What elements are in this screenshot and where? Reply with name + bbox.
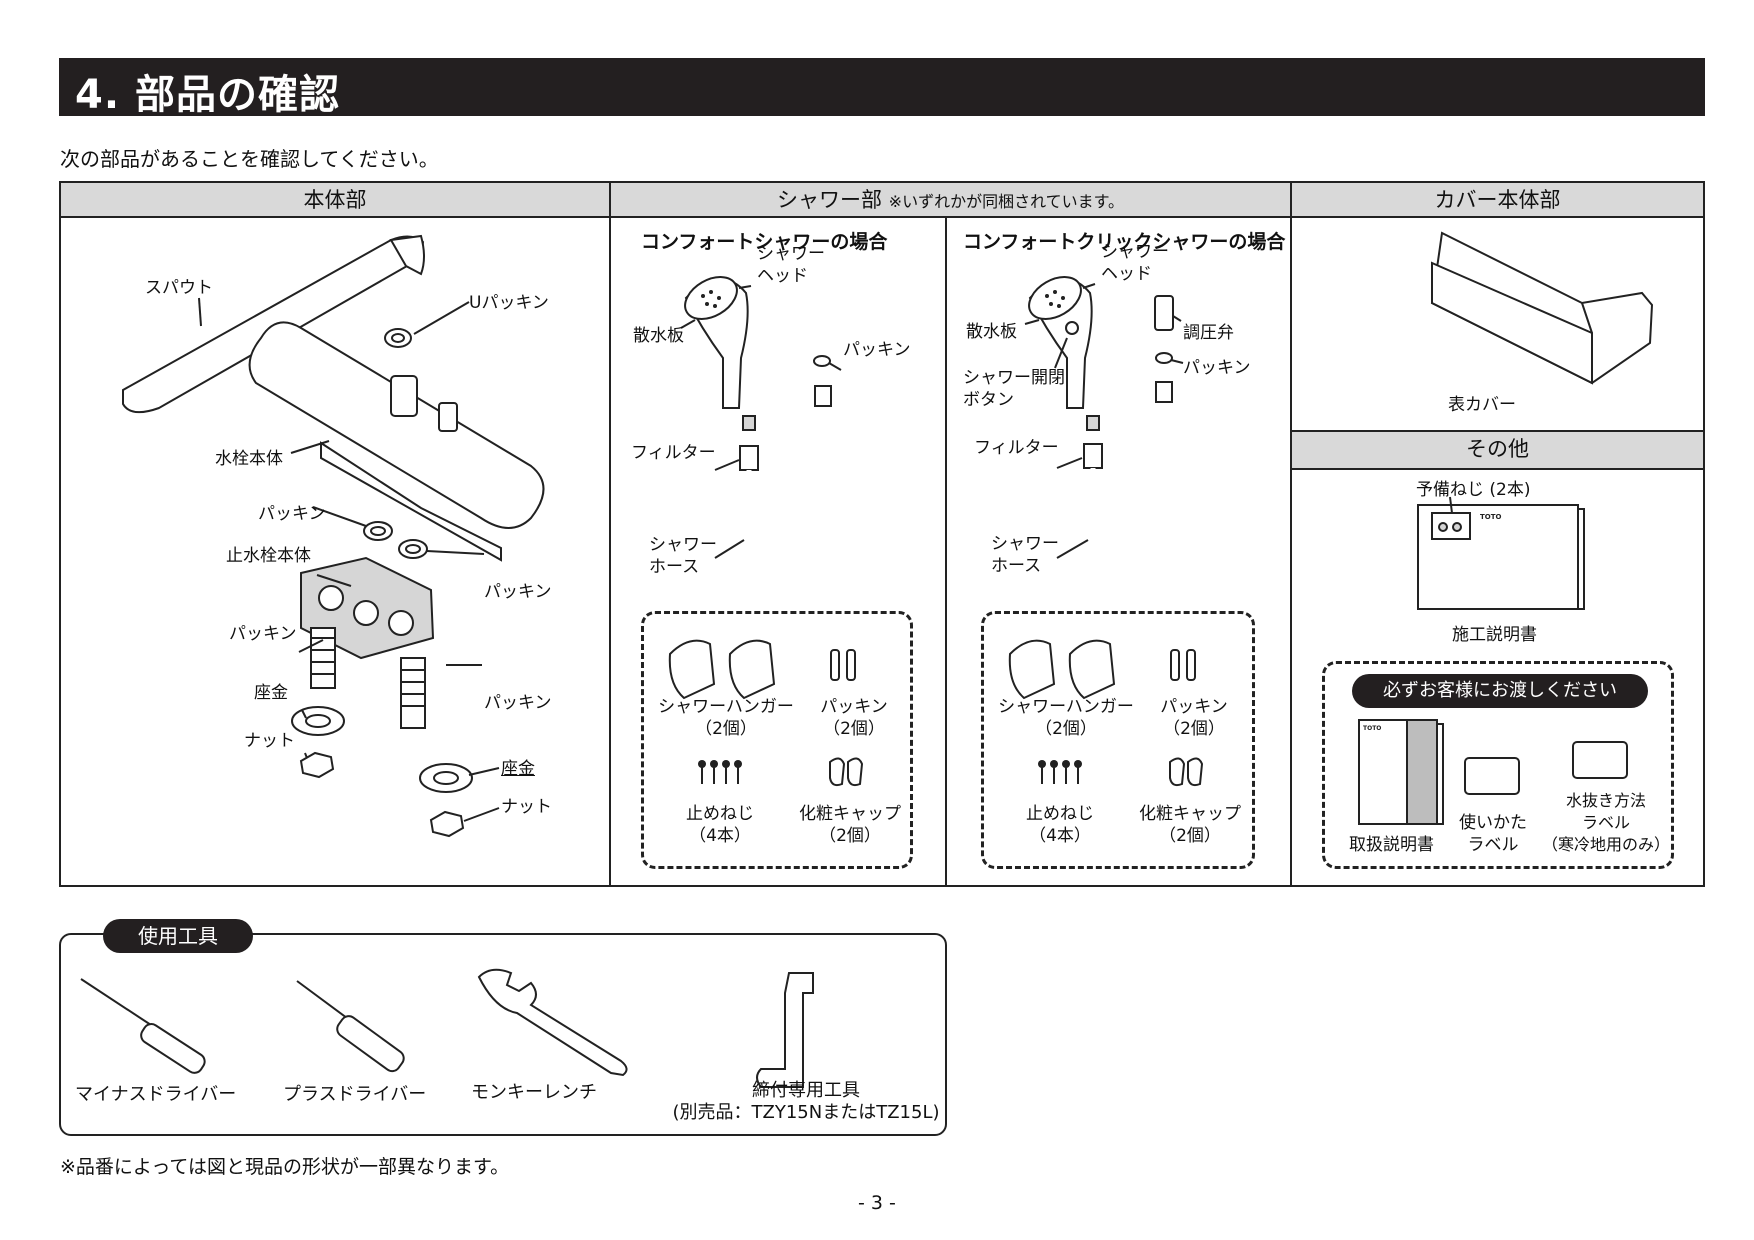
click-shower-illustration xyxy=(1024,276,1184,566)
tool-special-note: (別売品：TZY15NまたはTZ15L) xyxy=(672,1102,940,1123)
comfort-packing2-name: パッキン xyxy=(820,697,888,717)
click-packing2-qty: （2個） xyxy=(1163,719,1225,739)
click-packing2-name: パッキン xyxy=(1160,697,1228,717)
tool-special-label: 締付専用工具 (別売品：TZY15NまたはTZ15L) xyxy=(641,1080,971,1124)
comfort-cap-label: 化粧キャップ （2個） xyxy=(790,803,910,847)
click-accessories-box: シャワーハンガー （2個） パッキン （2個） 止めねじ （4本） 化粧キャップ… xyxy=(981,611,1255,869)
comfort-label-hose: シャワー ホース xyxy=(649,535,717,577)
parts-table: 本体部 xyxy=(59,181,1705,887)
comfort-cap-qty: （2個） xyxy=(819,826,881,846)
install-manual-logo: TOTO xyxy=(1480,513,1502,521)
manual-label: 取扱説明書 xyxy=(1349,835,1434,855)
comfort-shower-illustration xyxy=(680,276,842,566)
comfort-packing2-qty: （2個） xyxy=(823,719,885,739)
tool-flat-driver-label: マイナスドライバー xyxy=(75,1084,237,1105)
label-packing-2: パッキン xyxy=(484,582,552,602)
section-title: 4. 部品の確認 xyxy=(75,72,340,118)
click-label-spray-plate: 散水板 xyxy=(966,322,1017,342)
drain-label: 水抜き方法 ラベル （寒冷地用のみ） xyxy=(1541,791,1670,854)
click-hanger-name: シャワーハンガー xyxy=(998,697,1134,717)
click-hanger-label: シャワーハンガー （2個） xyxy=(996,696,1136,740)
comfort-packing2-label: パッキン （2個） xyxy=(804,696,904,740)
click-hanger-qty: （2個） xyxy=(1035,719,1097,739)
click-label-head: シャワー ヘッド xyxy=(1101,242,1169,284)
click-screws-label: 止めねじ （4本） xyxy=(1010,803,1110,847)
body-header: 本体部 xyxy=(61,183,609,218)
click-label-open-close-button: シャワー開閉 ボタン xyxy=(963,368,1065,410)
comfort-screws-qty: （4本） xyxy=(689,826,751,846)
comfort-hanger-name: シャワーハンガー xyxy=(658,697,794,717)
footnote: ※品番によっては図と現品の形状が一部異なります。 xyxy=(60,1156,510,1178)
click-label-filter: フィルター xyxy=(974,438,1059,458)
other-header: その他 xyxy=(1292,430,1703,470)
comfort-label-packing: パッキン xyxy=(843,340,911,360)
tool-phillips-driver-label: プラスドライバー xyxy=(283,1084,427,1105)
shower-column: シャワー部 ※いずれかが同梱されています。 コンフォートシャワーの場合 シャ xyxy=(611,183,1292,885)
click-title: コンフォートクリックシャワーの場合 xyxy=(963,231,1286,253)
click-label-hose: シャワー ホース xyxy=(991,534,1059,576)
install-manual-label: 施工説明書 xyxy=(1452,625,1537,645)
shower-header-note: ※いずれかが同梱されています。 xyxy=(888,192,1124,211)
click-cap-label: 化粧キャップ （2個） xyxy=(1130,803,1250,847)
label-washer-1: 座金 xyxy=(254,683,288,703)
usage-label: 使いかた ラベル xyxy=(1459,813,1527,855)
tools-illustration xyxy=(80,968,814,1088)
shower-divider xyxy=(945,218,947,885)
comfort-hanger-label: シャワーハンガー （2個） xyxy=(656,696,796,740)
comfort-cap-name: 化粧キャップ xyxy=(799,804,901,824)
click-cap-name: 化粧キャップ xyxy=(1139,804,1241,824)
comfort-accessories-illustration xyxy=(668,639,864,787)
page-number: - 3 - xyxy=(858,1192,896,1214)
label-packing-4: パッキン xyxy=(484,693,552,713)
handover-illustration: TOTO xyxy=(1358,719,1628,825)
handover-title: 必ずお客様にお渡しください xyxy=(1352,674,1648,708)
click-screws-qty: （4本） xyxy=(1029,826,1091,846)
install-manual-illustration: TOTO xyxy=(1417,496,1585,610)
body-column: 本体部 xyxy=(61,183,611,885)
click-label-pressure-valve: 調圧弁 xyxy=(1183,323,1234,343)
click-accessories-illustration xyxy=(1008,639,1204,787)
label-washer-2: 座金 xyxy=(501,759,535,779)
comfort-hanger-qty: （2個） xyxy=(695,719,757,739)
comfort-screws-name: 止めねじ xyxy=(686,804,754,824)
label-u-packing: Uパッキン xyxy=(469,293,549,313)
label-nut-1: ナット xyxy=(244,731,295,751)
label-spout: スパウト xyxy=(145,278,213,298)
section-title-bar: 4. 部品の確認 xyxy=(59,58,1705,118)
cover-label: 表カバー xyxy=(1448,395,1516,415)
comfort-title: コンフォートシャワーの場合 xyxy=(641,231,888,253)
spare-screws-label: 予備ねじ (2本) xyxy=(1416,480,1531,500)
shower-header-title: シャワー部 xyxy=(776,188,882,212)
shower-header: シャワー部 ※いずれかが同梱されています。 xyxy=(611,183,1290,218)
body-illustration xyxy=(122,234,545,838)
comfort-accessories-box: シャワーハンガー （2個） パッキン （2個） 止めねじ （4本） 化粧キャップ… xyxy=(641,611,913,869)
label-faucet-body: 水栓本体 xyxy=(215,449,283,469)
label-packing-3: パッキン xyxy=(229,624,297,644)
handover-box: 必ずお客様にお渡しください TOTO 取扱説明書 使いかた ラベル 水抜き方法 … xyxy=(1322,661,1674,869)
cover-column: カバー本体部 表カバー その他 予備ねじ (2本) TOTO 施工説明書 必ずお… xyxy=(1292,183,1703,885)
comfort-label-filter: フィルター xyxy=(631,443,716,463)
cover-illustration xyxy=(1430,231,1654,385)
cover-header: カバー本体部 xyxy=(1292,183,1703,218)
click-packing2-label: パッキン （2個） xyxy=(1144,696,1244,740)
intro-text: 次の部品があることを確認してください。 xyxy=(60,147,439,171)
label-nut-2: ナット xyxy=(501,797,552,817)
label-packing-1: パッキン xyxy=(258,504,326,524)
comfort-label-spray-plate: 散水板 xyxy=(633,326,684,346)
manual-logo: TOTO xyxy=(1363,725,1381,732)
tools-title: 使用工具 xyxy=(103,919,253,953)
click-screws-name: 止めねじ xyxy=(1026,804,1094,824)
comfort-label-head: シャワー ヘッド xyxy=(757,244,825,286)
comfort-screws-label: 止めねじ （4本） xyxy=(670,803,770,847)
tool-wrench-label: モンキーレンチ xyxy=(471,1082,597,1103)
label-stop-valve-body: 止水栓本体 xyxy=(226,546,311,566)
click-cap-qty: （2個） xyxy=(1159,826,1221,846)
tools-box: 使用工具 マイナスドライバー プラスドライバー モンキーレンチ 締付専用工具 (… xyxy=(59,919,947,1136)
tool-special-name: 締付専用工具 xyxy=(752,1080,860,1101)
click-label-packing: パッキン xyxy=(1183,358,1251,378)
